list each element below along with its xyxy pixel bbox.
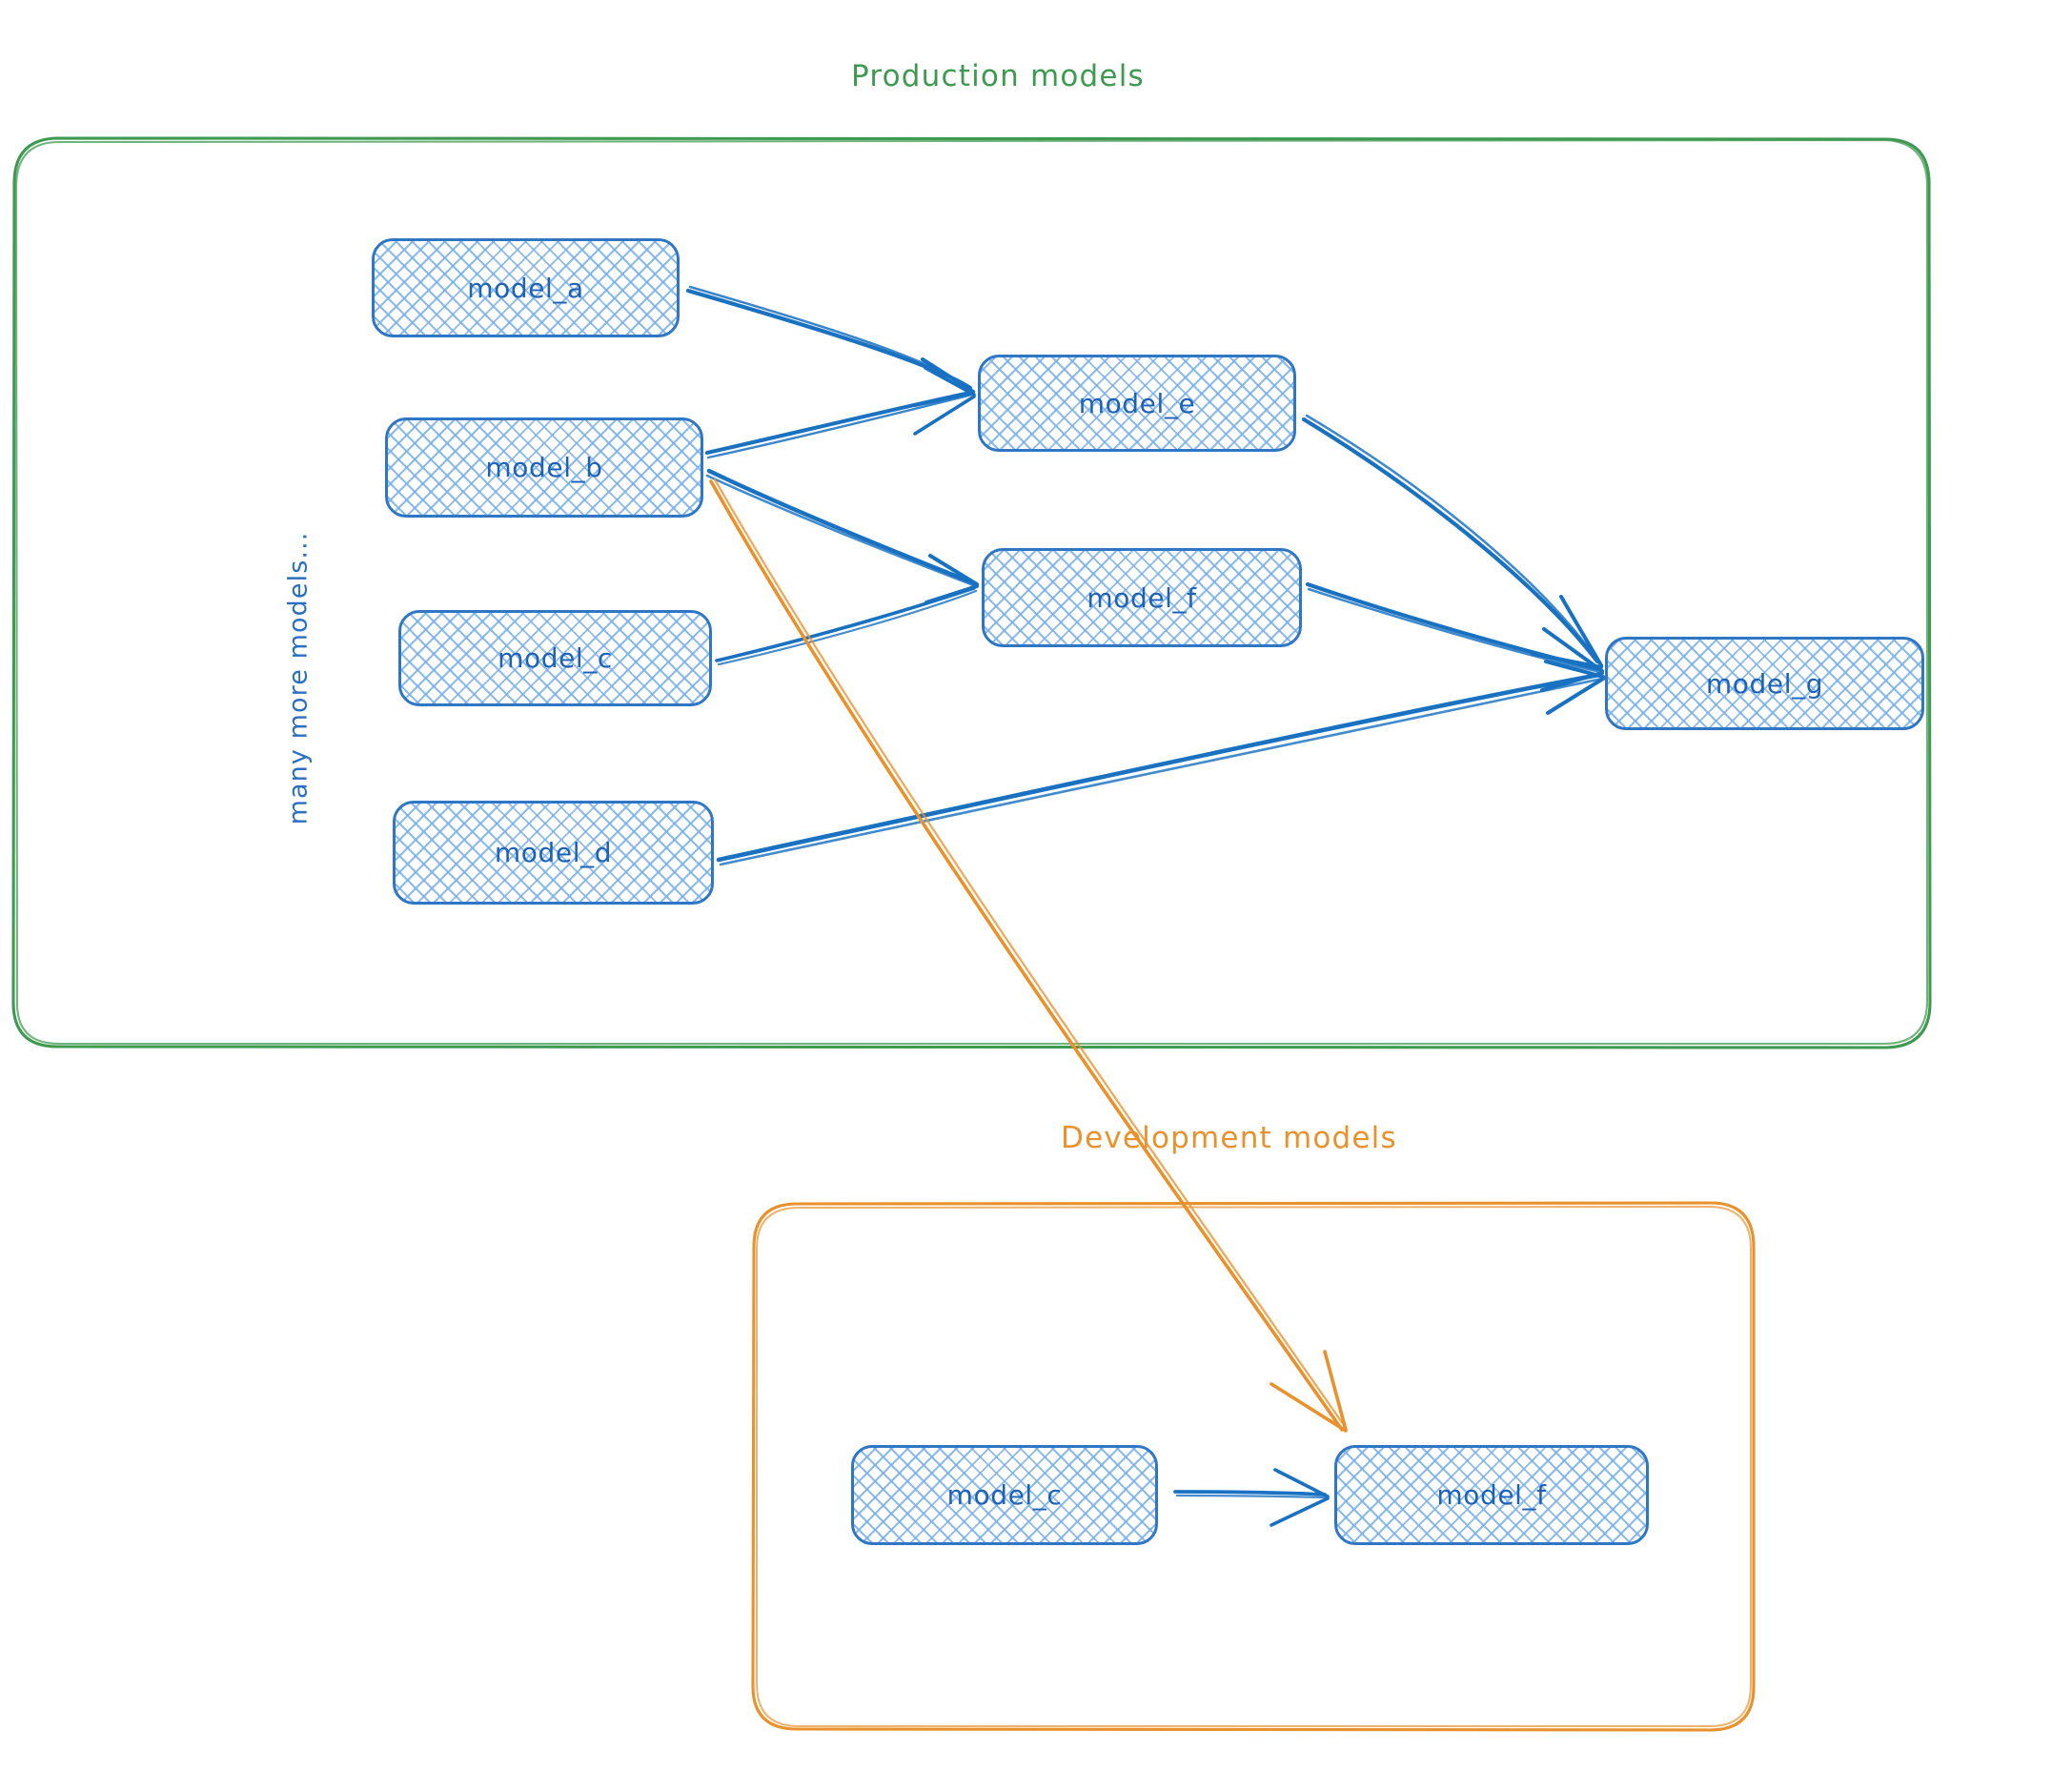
development-group-title: Development models <box>1061 1121 1397 1155</box>
edge-b-devf <box>709 478 1348 1433</box>
edge-b-e <box>705 366 976 459</box>
edge-f-g <box>1305 581 1604 692</box>
node-label: model_b <box>485 452 603 483</box>
edge-d-g <box>716 660 1605 866</box>
node-prod-model-c[interactable]: model_c <box>398 610 712 706</box>
node-prod-model-d[interactable]: model_d <box>393 801 714 905</box>
node-prod-model-f[interactable]: model_f <box>982 548 1302 647</box>
node-prod-model-b[interactable]: model_b <box>385 417 703 518</box>
edge-devc-devf <box>1173 1468 1330 1527</box>
production-group-border <box>11 136 1932 1049</box>
node-prod-model-g[interactable]: model_g <box>1605 637 1924 730</box>
node-label: model_g <box>1705 667 1824 700</box>
node-dev-model-f[interactable]: model_f <box>1334 1445 1649 1545</box>
node-label: model_d <box>494 837 613 868</box>
node-label: model_a <box>467 272 584 304</box>
node-label: model_e <box>1078 387 1196 419</box>
node-prod-model-a[interactable]: model_a <box>372 238 680 337</box>
many-more-models-note: many more models... <box>283 531 314 825</box>
node-label: model_f <box>1436 1479 1547 1511</box>
node-label: model_c <box>946 1479 1063 1511</box>
production-group-title: Production models <box>851 59 1145 93</box>
node-label: model_c <box>498 642 613 674</box>
edge-a-e <box>685 285 976 408</box>
node-label: model_f <box>1087 581 1197 614</box>
node-dev-model-c[interactable]: model_c <box>851 1445 1158 1545</box>
node-prod-model-e[interactable]: model_e <box>978 355 1296 452</box>
edge-c-f <box>715 586 978 666</box>
development-group-border <box>751 1201 1756 1732</box>
